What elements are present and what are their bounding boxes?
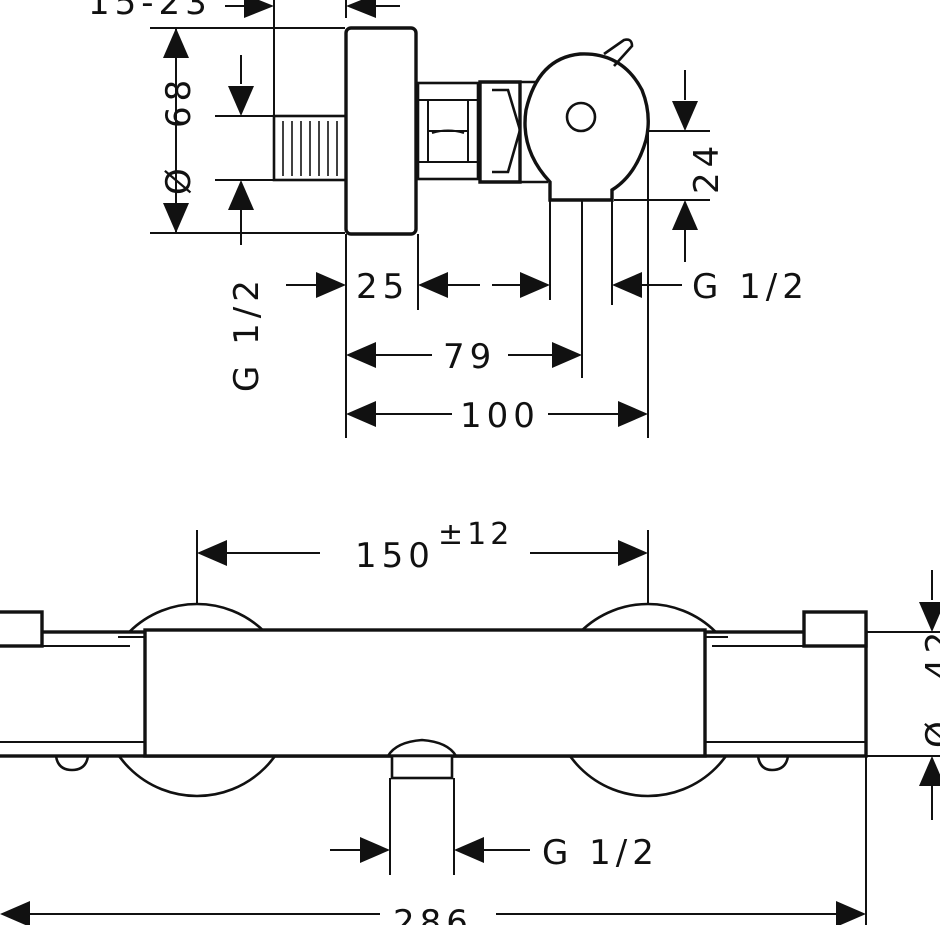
arrow-head bbox=[454, 837, 484, 863]
arrow-head bbox=[163, 203, 189, 233]
arrow-head bbox=[228, 86, 254, 116]
arrow-head bbox=[836, 901, 866, 925]
dim-286: 286 bbox=[0, 646, 867, 925]
arrow-head bbox=[418, 272, 448, 298]
arrow-head bbox=[520, 272, 550, 298]
dim-label-15-23: 15-23 bbox=[88, 0, 212, 23]
handle-cap-circle bbox=[565, 101, 597, 133]
valve-body bbox=[478, 80, 548, 184]
thread-left-label: G 1/2 bbox=[227, 275, 267, 392]
arrow-head bbox=[618, 401, 648, 427]
diameter-42-label: 42 bbox=[919, 627, 940, 680]
dim-25: 25 bbox=[286, 267, 480, 307]
front-view: 150 ±12 bbox=[0, 517, 940, 925]
diameter-symbol: Ø bbox=[919, 716, 940, 748]
wall-escutcheon bbox=[344, 26, 418, 236]
dim-150: 150 ±12 bbox=[196, 517, 649, 605]
arrow-head bbox=[197, 540, 227, 566]
arrow-head bbox=[346, 401, 376, 427]
left-foot bbox=[54, 755, 90, 772]
arrow-head bbox=[919, 602, 940, 632]
arrow-head bbox=[346, 342, 376, 368]
thread-left-dimension: G 1/2 bbox=[215, 55, 273, 392]
arrow-head bbox=[612, 272, 642, 298]
dim-79-label: 79 bbox=[443, 337, 496, 377]
thread-bottom-dimension: G 1/2 bbox=[330, 778, 659, 875]
diameter-68-label: 68 bbox=[159, 75, 199, 128]
dim-100: 100 bbox=[346, 396, 648, 436]
height-24-label: 24 bbox=[687, 141, 727, 194]
arrow-head bbox=[672, 200, 698, 230]
height-24-dimension: 24 bbox=[614, 70, 727, 262]
arrow-head bbox=[346, 0, 376, 18]
side-view: 15-23 Ø 68 bbox=[88, 0, 809, 438]
thread-right-dimension: G 1/2 bbox=[492, 267, 809, 307]
dim-286-label: 286 bbox=[393, 903, 473, 925]
diameter-68-dimension: Ø 68 bbox=[150, 27, 345, 234]
arrow-head bbox=[0, 901, 30, 925]
diameter-42-dimension: Ø 42 bbox=[866, 570, 940, 820]
arrow-head bbox=[163, 28, 189, 58]
thread-right-label: G 1/2 bbox=[692, 267, 809, 307]
arrow-head bbox=[919, 756, 940, 786]
dim-100-label: 100 bbox=[460, 396, 540, 436]
threaded-inlet bbox=[272, 114, 348, 182]
hex-nut bbox=[416, 81, 480, 181]
arrow-head bbox=[316, 272, 346, 298]
thermostat-handle bbox=[523, 38, 650, 378]
right-foot bbox=[756, 755, 790, 772]
arrow-head bbox=[360, 837, 390, 863]
center-outlet bbox=[386, 738, 458, 780]
arrow-head bbox=[618, 540, 648, 566]
dim-25-label: 25 bbox=[356, 267, 409, 307]
diameter-symbol: Ø bbox=[159, 163, 199, 195]
arrow-head bbox=[672, 101, 698, 131]
center-cover bbox=[143, 628, 707, 758]
arrow-head bbox=[228, 180, 254, 210]
dim-150-tolerance: ±12 bbox=[438, 517, 513, 552]
arrow-head bbox=[244, 0, 274, 18]
left-end-cap bbox=[0, 610, 44, 648]
arrow-head bbox=[552, 342, 582, 368]
dim-150-label: 150 bbox=[355, 536, 435, 576]
thread-bottom-label: G 1/2 bbox=[542, 833, 659, 873]
dim-79: 79 bbox=[346, 337, 582, 377]
right-end-cap bbox=[802, 610, 868, 648]
top-partial-dimension: 15-23 bbox=[88, 0, 400, 115]
